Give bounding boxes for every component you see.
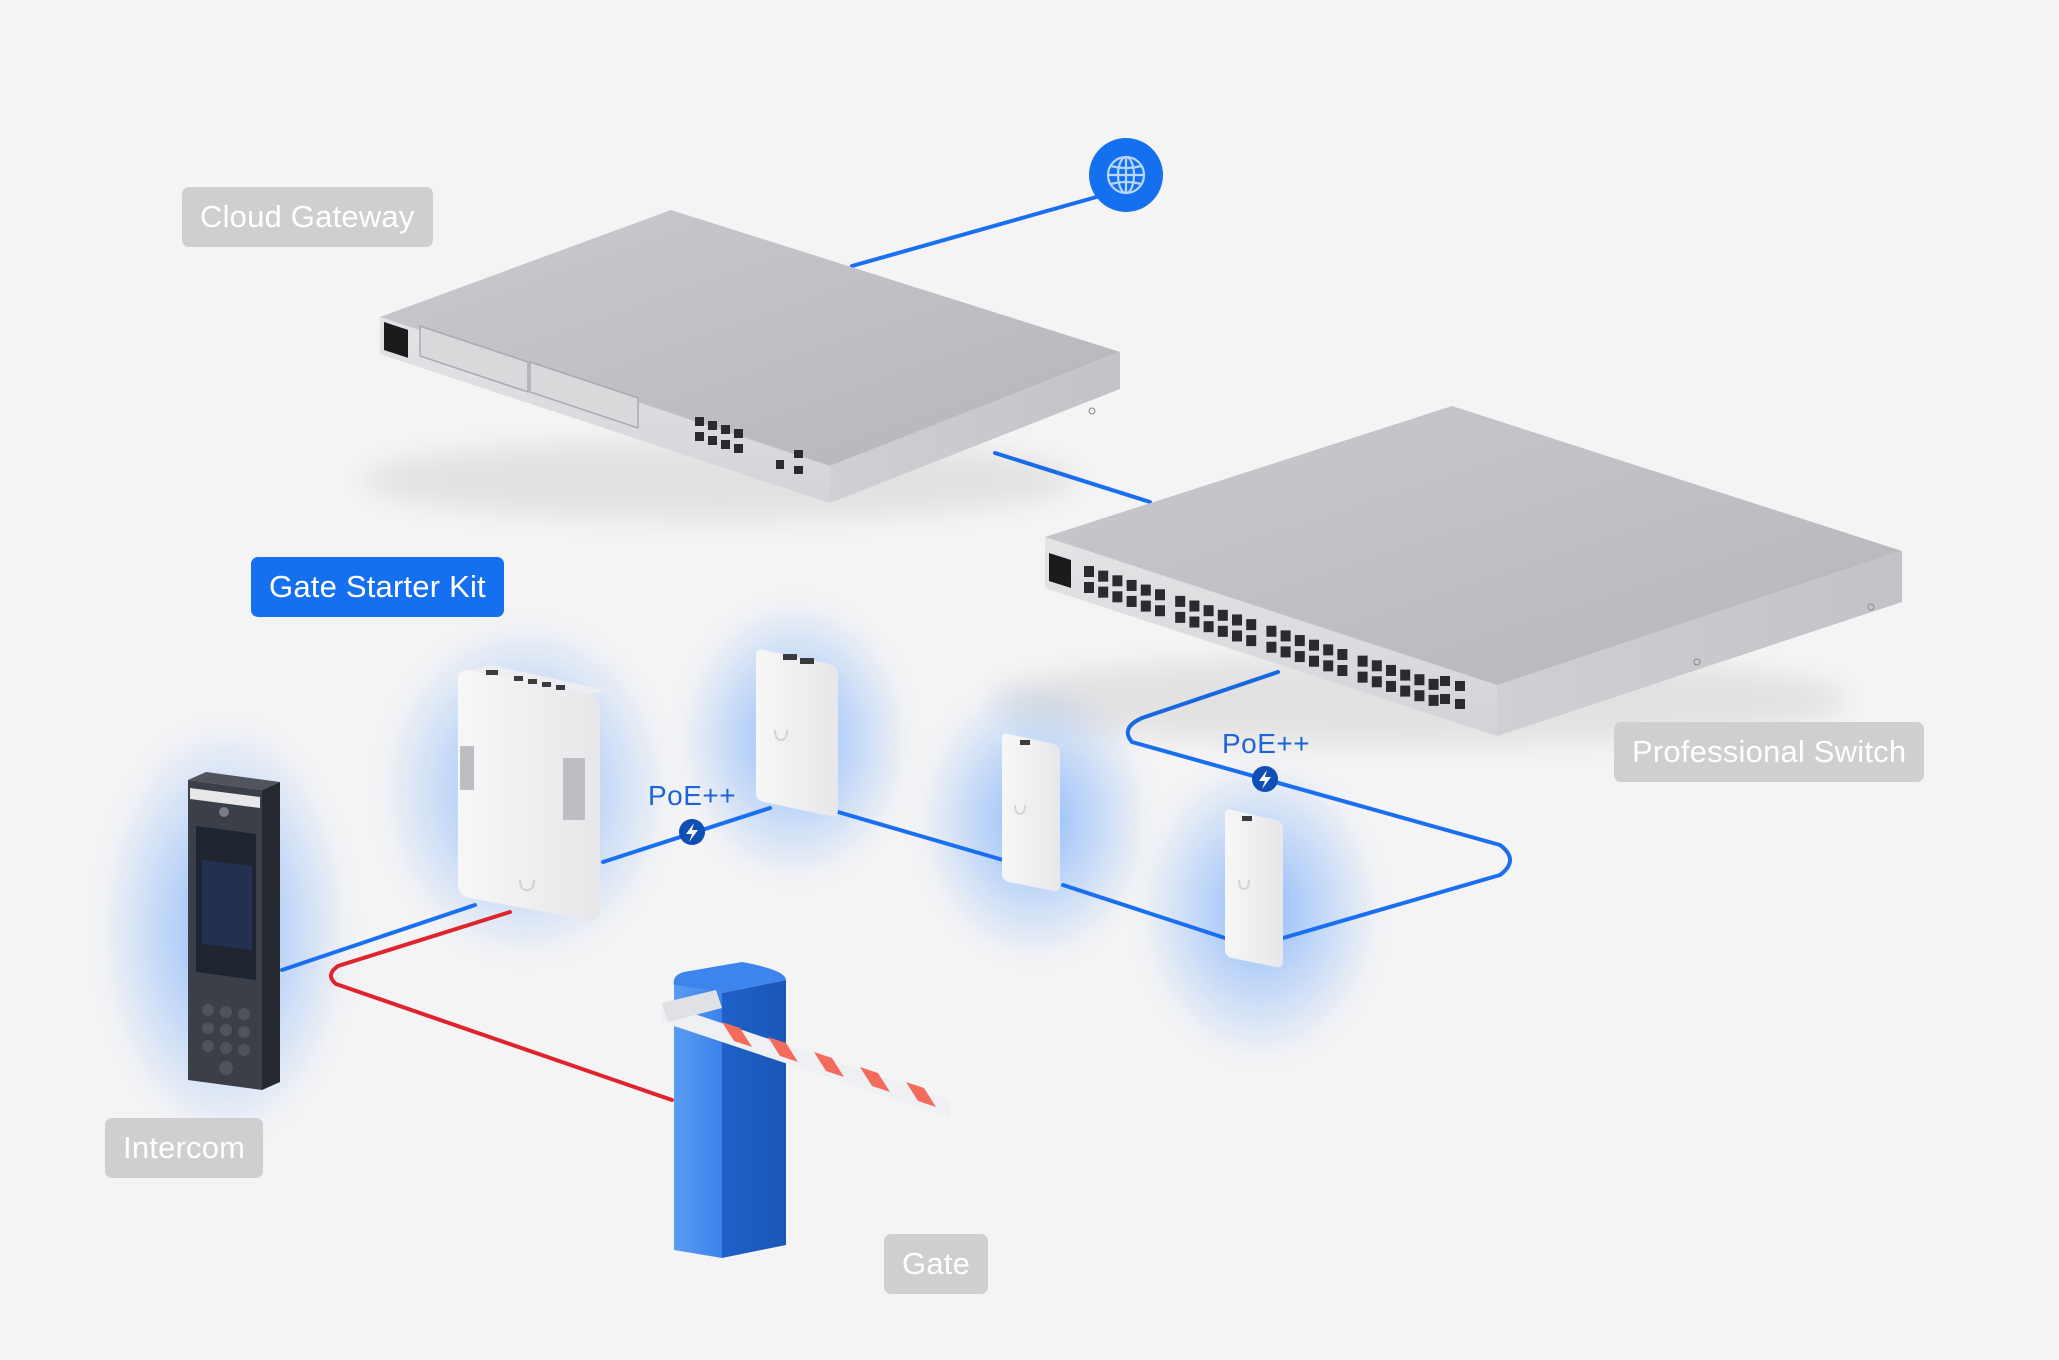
switch-port — [1414, 690, 1425, 702]
switch-port — [1371, 660, 1382, 672]
switch-port — [1414, 674, 1425, 686]
switch-port — [1386, 680, 1396, 692]
cloud-gateway-device[interactable] — [360, 210, 1120, 520]
lightning-bolt-icon — [686, 823, 698, 842]
switch-port — [1112, 575, 1123, 587]
switch-port — [1112, 591, 1123, 603]
switch-port — [1155, 589, 1165, 601]
switch-port — [1189, 616, 1200, 628]
link-reader3-reader2 — [1061, 883, 1227, 940]
switch-port — [1357, 671, 1368, 683]
switch-port — [1246, 619, 1257, 631]
switch-port — [1371, 676, 1382, 688]
switch-port — [1309, 655, 1319, 667]
switch-port — [1400, 669, 1411, 681]
label-cloud-gateway: Cloud Gateway — [182, 187, 433, 247]
switch-port-grid — [1084, 566, 1439, 706]
label-professional-switch: Professional Switch — [1614, 722, 1925, 782]
switch-port — [1140, 600, 1151, 612]
switch-port — [1084, 582, 1094, 593]
poe-label-right: PoE++ — [1222, 728, 1311, 759]
switch-port — [1428, 678, 1439, 690]
gate-starter-kit-hub[interactable] — [458, 665, 606, 921]
intercom-device[interactable] — [188, 772, 280, 1090]
internet-node[interactable] — [1089, 138, 1163, 212]
label-gate-starter-kit[interactable]: Gate Starter Kit — [251, 557, 504, 617]
switch-port — [1337, 649, 1348, 661]
poe-badge-left — [679, 819, 705, 845]
switch-port — [1175, 595, 1186, 607]
switch-port — [1357, 655, 1368, 667]
lightning-bolt-icon — [1259, 770, 1271, 789]
access-reader-3[interactable] — [1225, 809, 1283, 968]
poe-label-left: PoE++ — [648, 780, 737, 811]
switch-port — [1189, 600, 1200, 612]
globe-icon — [1106, 155, 1146, 195]
switch-port — [1246, 635, 1257, 647]
switch-port — [1232, 614, 1242, 626]
switch-port — [1386, 664, 1396, 676]
switch-port — [1175, 611, 1186, 623]
switch-port — [1217, 609, 1228, 621]
switch-port — [1294, 635, 1305, 647]
switch-port — [1098, 570, 1109, 582]
access-reader-2[interactable] — [1002, 733, 1060, 892]
link-reader2-reader1 — [836, 810, 1005, 862]
switch-port — [1309, 639, 1319, 651]
switch-port — [1203, 621, 1214, 633]
link-internet-gateway — [850, 194, 1102, 268]
switch-port — [1323, 660, 1334, 672]
switch-port — [1294, 651, 1305, 663]
switch-port — [1337, 665, 1348, 677]
switch-port — [1266, 641, 1277, 653]
switch-port — [1280, 630, 1291, 642]
gate-barrier-device[interactable] — [662, 962, 950, 1258]
switch-port — [1140, 584, 1151, 596]
switch-port — [1217, 625, 1228, 637]
switch-port — [1126, 579, 1137, 591]
poe-badge-right — [1252, 766, 1278, 792]
professional-switch-device[interactable] — [990, 406, 1902, 745]
switch-port — [1428, 694, 1439, 706]
switch-port — [1323, 644, 1334, 656]
link-hub-gate-control — [329, 910, 674, 1102]
switch-port — [1155, 605, 1165, 617]
switch-port — [1400, 685, 1411, 697]
label-gate: Gate — [884, 1234, 989, 1294]
switch-port — [1203, 605, 1214, 617]
switch-port — [1098, 586, 1109, 598]
access-reader-1[interactable] — [756, 649, 838, 817]
link-hub-intercom — [280, 903, 477, 972]
switch-port — [1126, 595, 1137, 607]
label-intercom: Intercom — [105, 1118, 264, 1178]
switch-port — [1266, 625, 1277, 637]
switch-port — [1232, 630, 1242, 642]
switch-port — [1280, 646, 1291, 658]
switch-port — [1084, 566, 1094, 577]
